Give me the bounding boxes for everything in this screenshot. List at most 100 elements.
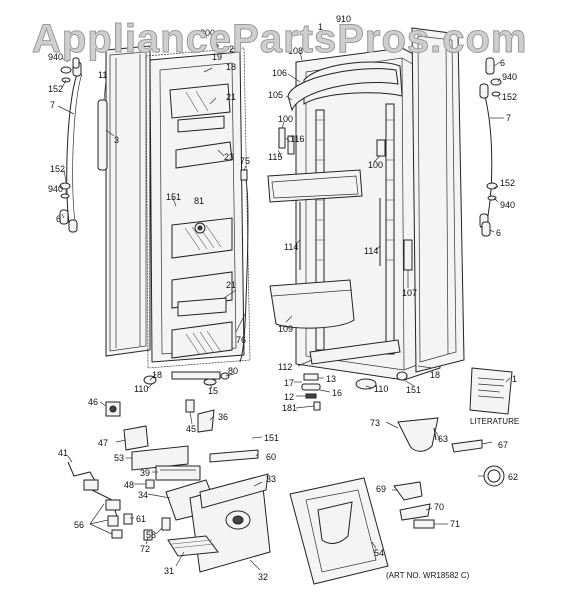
part-60-bar <box>209 449 259 463</box>
callout-940: 940 <box>500 200 515 210</box>
hinge-small-parts <box>301 371 408 411</box>
callout-46: 46 <box>88 397 98 407</box>
freezer-door-liner <box>145 47 251 369</box>
literature-booklet <box>469 367 513 415</box>
freezer-door-handle <box>66 61 108 233</box>
callout-72: 72 <box>140 544 150 554</box>
callout-70: 70 <box>434 502 444 512</box>
callout-80: 80 <box>228 366 238 376</box>
literature-label: LITERATURE <box>470 417 519 426</box>
duct-cover-105-106 <box>287 68 399 112</box>
light-switch-parts <box>278 127 386 157</box>
part-72-clip <box>143 529 153 541</box>
part-67-bracket <box>451 439 483 453</box>
callout-1: 1 <box>318 22 323 32</box>
callout-13: 13 <box>326 374 336 384</box>
callout-151: 151 <box>406 385 421 395</box>
callout-61: 61 <box>136 514 146 524</box>
callout-107: 107 <box>402 288 417 298</box>
part-39-circuit <box>155 465 201 481</box>
part-63-spring <box>433 427 437 441</box>
callout-181: 181 <box>282 403 297 413</box>
callout-151: 151 <box>166 192 181 202</box>
callout-200: 200 <box>200 28 215 38</box>
callout-112: 112 <box>278 362 292 372</box>
callout-115: 115 <box>268 152 282 162</box>
ring-62 <box>483 465 505 487</box>
callout-41: 41 <box>58 448 68 458</box>
freezer-door-outer-panel <box>105 45 151 357</box>
callout-63: 63 <box>438 434 448 444</box>
callout-105: 105 <box>268 90 283 100</box>
callout-940: 940 <box>48 184 63 194</box>
callout-33: 33 <box>266 474 276 484</box>
part-70-actuator <box>399 503 431 521</box>
fresh-food-door-handle <box>479 83 493 229</box>
callout-19: 19 <box>212 52 222 62</box>
deli-drawer-bin <box>267 169 363 203</box>
callout-15: 15 <box>208 386 218 396</box>
callout-21: 21 <box>226 92 236 102</box>
callout-17: 17 <box>284 378 294 388</box>
callout-69: 69 <box>376 484 386 494</box>
callout-108: 108 <box>288 46 303 56</box>
callout-45: 45 <box>186 424 196 434</box>
callout-6: 6 <box>56 214 61 224</box>
callout-5: 5 <box>214 40 219 50</box>
callout-12: 12 <box>284 392 294 402</box>
callout-75: 75 <box>240 156 250 166</box>
callout-58: 58 <box>146 530 156 540</box>
callout-60: 60 <box>266 452 276 462</box>
callout-3: 3 <box>114 135 119 145</box>
callout-7: 7 <box>506 113 511 123</box>
callout-6: 6 <box>496 228 501 238</box>
callout-910: 910 <box>336 14 351 24</box>
callout-23: 23 <box>224 152 234 162</box>
callout-11: 11 <box>98 70 107 80</box>
callout-81: 81 <box>194 196 204 206</box>
callout-36: 36 <box>218 412 228 422</box>
drip-tray-31 <box>167 535 219 557</box>
part-36-bracket <box>197 409 215 433</box>
callout-48: 48 <box>124 480 134 490</box>
art-number-caption: (ART NO. WR18582 C) <box>386 571 470 580</box>
callout-152: 152 <box>502 92 517 102</box>
callout-16: 16 <box>332 388 342 398</box>
handle-hardware-left <box>59 57 80 225</box>
part-61-clip <box>123 513 133 525</box>
callout-106: 106 <box>272 68 287 78</box>
callout-110: 110 <box>374 384 388 394</box>
callout-151: 151 <box>264 433 279 443</box>
callout-21: 21 <box>226 280 236 290</box>
callout-67: 67 <box>498 440 508 450</box>
callout-18: 18 <box>152 370 162 380</box>
part-69-lever <box>393 481 423 501</box>
callout-73: 73 <box>370 418 380 428</box>
crisper-pan-109 <box>269 279 355 329</box>
callout-32: 32 <box>258 572 268 582</box>
callout-152: 152 <box>50 164 65 174</box>
part-58-clip <box>161 517 171 531</box>
callout-940: 940 <box>48 52 63 62</box>
part-81-knob <box>194 222 206 234</box>
callout-18: 18 <box>430 370 440 380</box>
callout-53: 53 <box>114 453 124 463</box>
wire-harness-76 <box>239 174 249 363</box>
callout-100: 100 <box>368 160 383 170</box>
callout-152: 152 <box>48 84 63 94</box>
callout-labels: 940 152 7 11 3 152 940 6 200 5 29 19 18 … <box>48 14 519 582</box>
watermark-text: AppliancePartsPros.com <box>32 17 528 61</box>
callout-56: 56 <box>74 520 84 530</box>
callout-62: 62 <box>508 472 518 482</box>
dispenser-recess-54 <box>289 477 389 585</box>
dispenser-switch-46 <box>105 401 121 417</box>
callout-7: 7 <box>50 100 55 110</box>
callout-54: 54 <box>374 548 384 558</box>
callout-109: 109 <box>278 324 293 334</box>
callout-110: 110 <box>134 384 148 394</box>
wiring-41 <box>67 461 99 491</box>
callout-71: 71 <box>450 519 460 529</box>
callout-940: 940 <box>502 72 517 82</box>
callout-34: 34 <box>138 490 148 500</box>
callout-18: 18 <box>226 62 236 72</box>
